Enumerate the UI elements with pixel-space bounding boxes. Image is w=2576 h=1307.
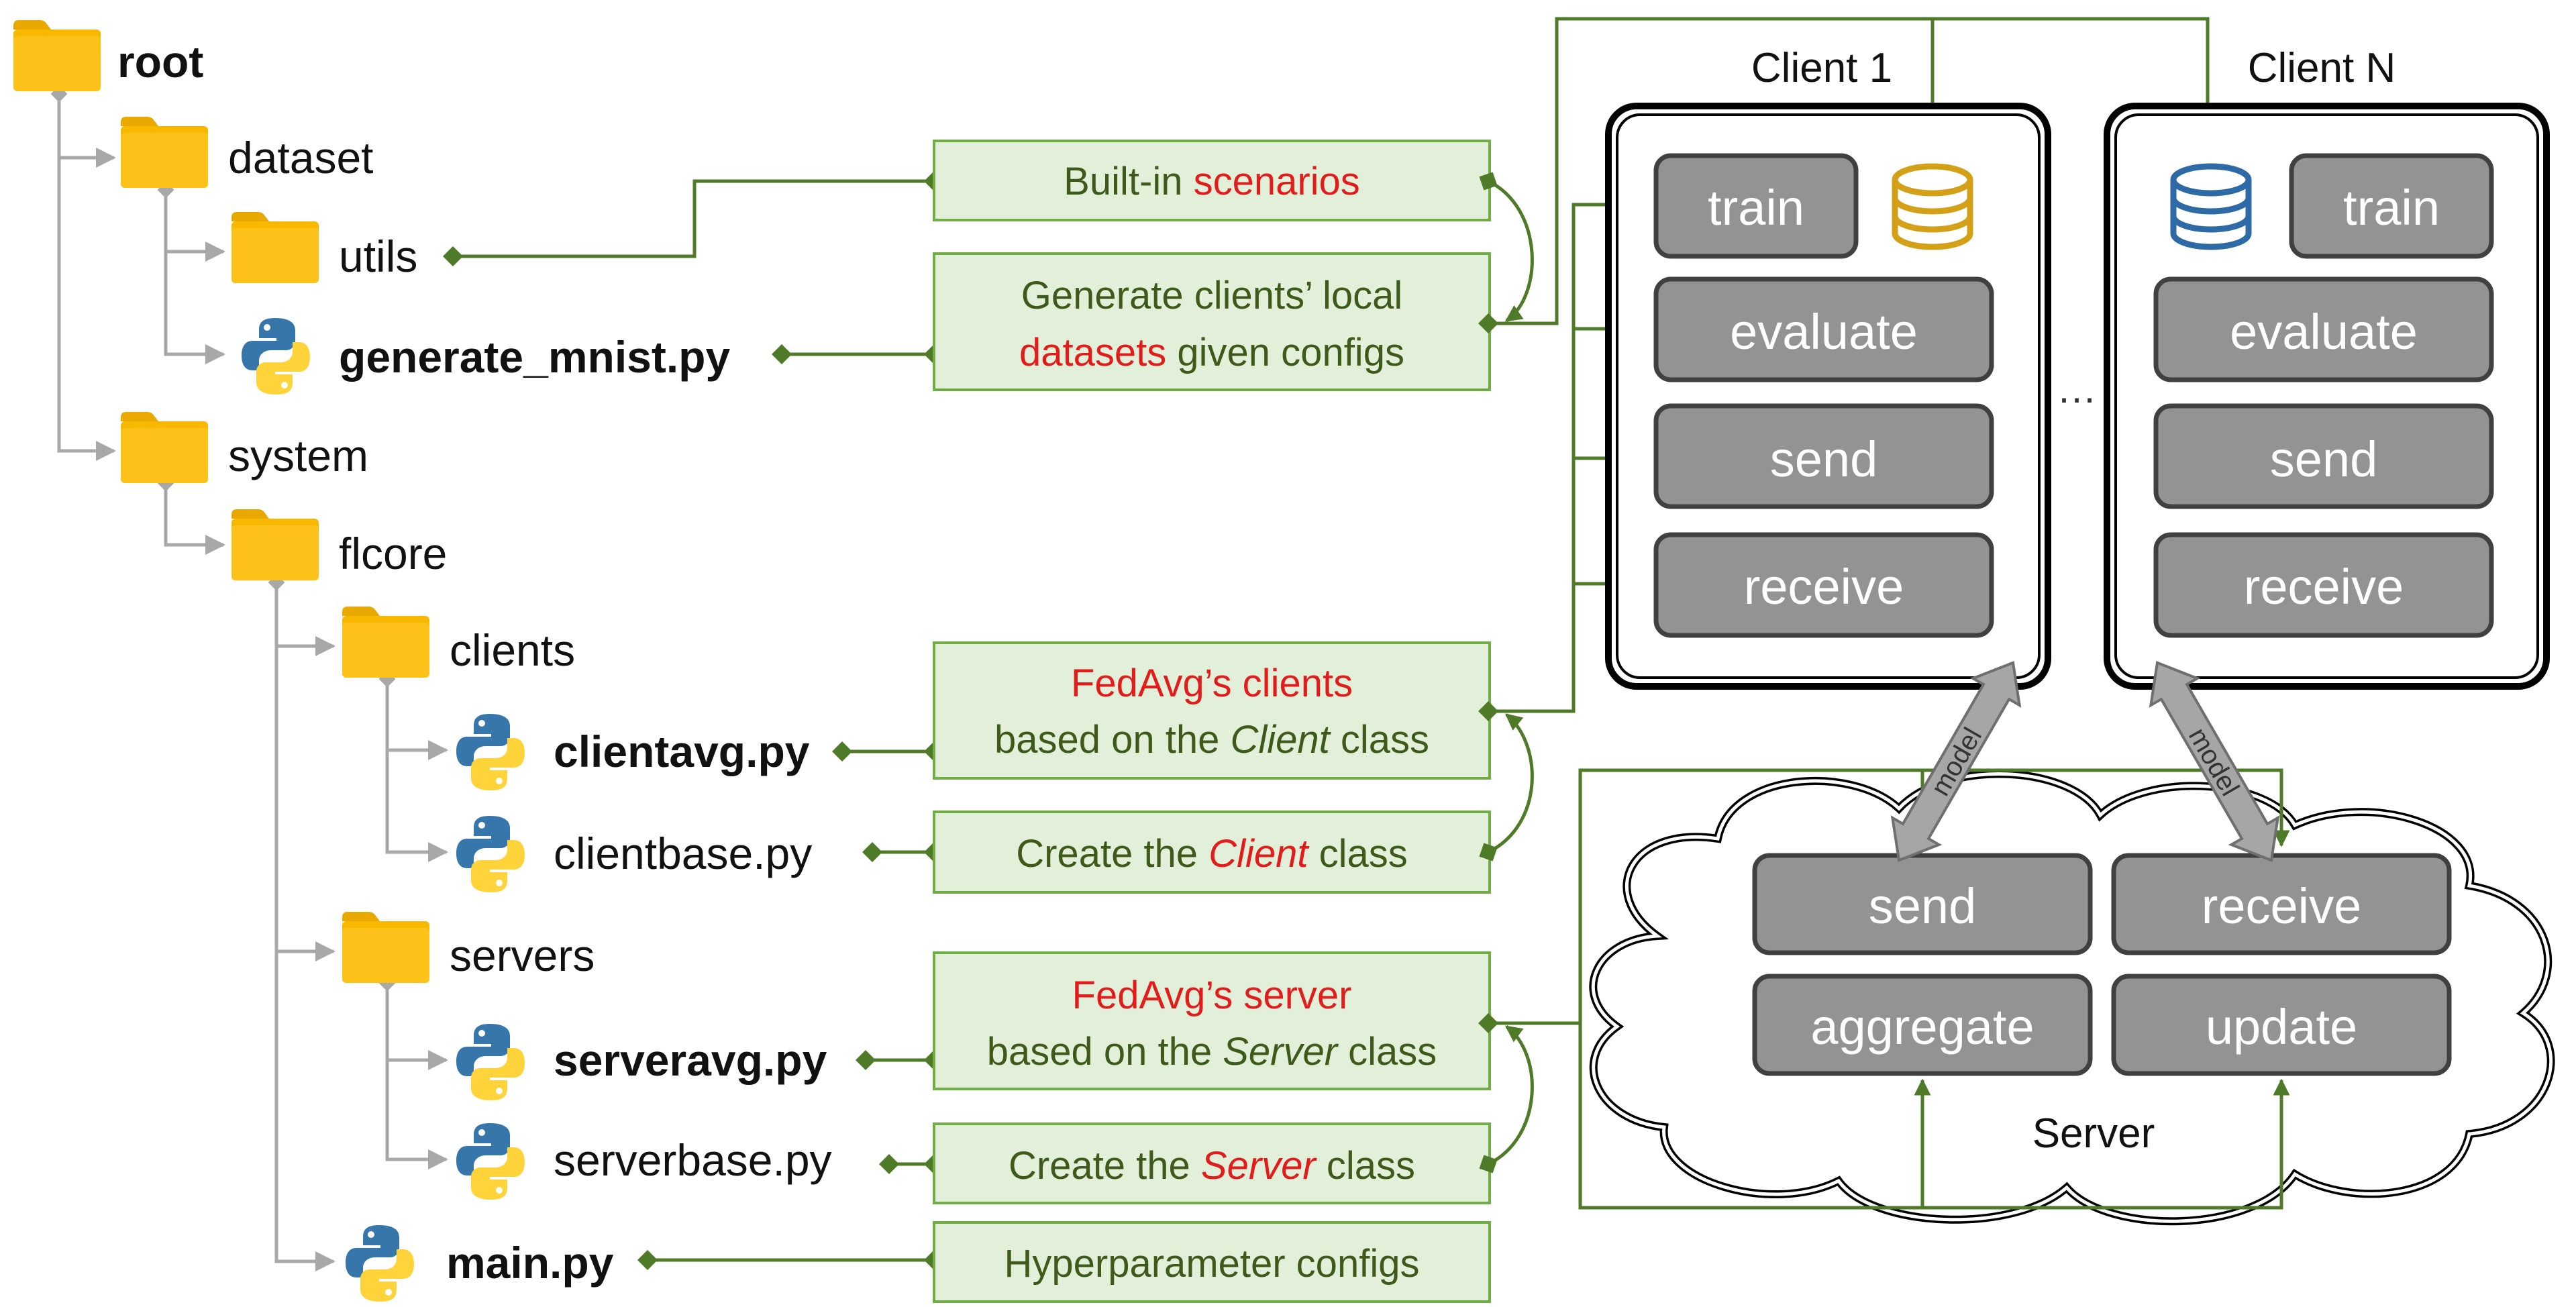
server-update-button[interactable]: update xyxy=(2111,974,2452,1076)
client-n-receive-button[interactable]: receive xyxy=(2153,532,2494,638)
tree-label-flcore: flcore xyxy=(339,529,447,578)
folder-icon xyxy=(231,509,319,580)
python-logo-icon xyxy=(456,714,525,790)
tree-connectors xyxy=(50,85,448,1271)
svg-text:train: train xyxy=(1708,180,1804,236)
client-1-send-button[interactable]: send xyxy=(1653,403,1994,509)
note-builtin-scenarios: Built-in scenarios xyxy=(933,140,1491,221)
server-send-button[interactable]: send xyxy=(1752,853,2093,955)
tree-label-utils: utils xyxy=(339,231,417,281)
tree-label-root: root xyxy=(117,37,203,87)
tree-label-clientbase: clientbase.py xyxy=(554,829,812,878)
svg-text:evaluate: evaluate xyxy=(2230,304,2418,360)
svg-text:update: update xyxy=(2206,999,2357,1055)
svg-text:FedAvg’s server: FedAvg’s server xyxy=(1072,974,1352,1017)
folder-icon xyxy=(121,117,208,188)
tree-label-clientavg: clientavg.py xyxy=(554,727,810,776)
tree-label-system: system xyxy=(228,431,368,480)
svg-text:aggregate: aggregate xyxy=(1810,999,2034,1055)
note-fedavg-server: FedAvg’s server based on the Server clas… xyxy=(933,951,1491,1090)
svg-text:Hyperparameter configs: Hyperparameter configs xyxy=(1004,1242,1420,1286)
python-logo-icon xyxy=(456,1123,525,1200)
python-logo-icon xyxy=(456,1024,525,1100)
client-1-title: Client 1 xyxy=(1751,45,1892,91)
tree-node-generate-mnist[interactable]: generate_mnist.py xyxy=(242,318,730,395)
svg-text:Generate clients’ local: Generate clients’ local xyxy=(1021,274,1402,317)
note-fedavg-clients: FedAvg’s clients based on the Client cla… xyxy=(933,641,1491,780)
tree-label-generate-mnist: generate_mnist.py xyxy=(339,332,730,382)
client-1-evaluate-button[interactable]: evaluate xyxy=(1653,276,1994,382)
svg-text:receive: receive xyxy=(1744,559,1904,615)
tree-node-root[interactable]: root xyxy=(13,20,203,91)
tree-label-servers: servers xyxy=(450,931,595,980)
database-icon xyxy=(2170,163,2252,250)
svg-text:based on the Server class: based on the Server class xyxy=(987,1030,1437,1074)
svg-text:evaluate: evaluate xyxy=(1730,304,1918,360)
folder-icon xyxy=(342,607,429,678)
note-connectors xyxy=(443,171,944,1270)
tree-node-clients[interactable]: clients xyxy=(342,607,575,678)
svg-text:send: send xyxy=(1869,878,1976,934)
note-generate-datasets: Generate clients’ local datasets given c… xyxy=(933,252,1491,391)
tree-node-system[interactable]: system xyxy=(121,412,368,483)
svg-text:send: send xyxy=(1770,431,1877,487)
note-create-server-class: Create the Server class xyxy=(933,1122,1491,1204)
tree-label-main: main.py xyxy=(446,1238,614,1288)
python-logo-icon xyxy=(456,816,525,892)
client-n-train-button[interactable]: train xyxy=(2289,153,2494,259)
client-1-train-button[interactable]: train xyxy=(1653,153,1859,259)
tree-node-utils[interactable]: utils xyxy=(231,212,417,283)
tree-node-dataset[interactable]: dataset xyxy=(121,117,374,188)
tree-node-main[interactable]: main.py xyxy=(346,1225,614,1302)
tree-label-clients: clients xyxy=(450,625,575,675)
tree-node-serverbase[interactable]: serverbase.py xyxy=(456,1123,832,1200)
folder-icon xyxy=(13,20,101,91)
client-n-evaluate-button[interactable]: evaluate xyxy=(2153,276,2494,382)
svg-text:train: train xyxy=(2343,180,2440,236)
note-hyperparameter-configs: Hyperparameter configs xyxy=(933,1221,1491,1303)
folder-icon xyxy=(121,412,208,483)
folder-icon xyxy=(342,912,429,983)
tree-label-serveravg: serveravg.py xyxy=(554,1035,827,1085)
database-icon xyxy=(1892,163,1973,250)
server-title: Server xyxy=(2032,1110,2155,1157)
server-aggregate-button[interactable]: aggregate xyxy=(1752,974,2093,1076)
folder-icon xyxy=(231,212,319,283)
python-logo-icon xyxy=(242,318,310,395)
svg-text:based on the Client class: based on the Client class xyxy=(994,718,1429,762)
svg-text:FedAvg’s clients: FedAvg’s clients xyxy=(1071,662,1353,705)
clients-ellipsis: … xyxy=(2057,366,2097,411)
server-flow-connectors xyxy=(1580,768,2290,1210)
svg-text:send: send xyxy=(2270,431,2377,487)
tree-label-dataset: dataset xyxy=(228,133,374,182)
tree-node-serveravg[interactable]: serveravg.py xyxy=(456,1024,827,1100)
svg-text:Built-in scenarios: Built-in scenarios xyxy=(1064,160,1360,203)
tree-node-servers[interactable]: servers xyxy=(342,912,595,983)
svg-text:receive: receive xyxy=(2202,878,2362,934)
svg-text:receive: receive xyxy=(2244,559,2404,615)
tree-node-flcore[interactable]: flcore xyxy=(231,509,447,580)
svg-text:datasets given configs: datasets given configs xyxy=(1019,331,1404,374)
note-create-client-class: Create the Client class xyxy=(933,811,1491,894)
tree-node-clientavg[interactable]: clientavg.py xyxy=(456,714,810,790)
server-receive-button[interactable]: receive xyxy=(2111,853,2452,955)
svg-text:Create the Client class: Create the Client class xyxy=(1016,832,1408,876)
client-1-receive-button[interactable]: receive xyxy=(1653,532,1994,638)
svg-text:Create the Server class: Create the Server class xyxy=(1009,1144,1415,1188)
tree-label-serverbase: serverbase.py xyxy=(554,1135,832,1185)
client-n-title: Client N xyxy=(2248,45,2396,91)
python-logo-icon xyxy=(346,1225,414,1302)
tree-node-clientbase[interactable]: clientbase.py xyxy=(456,816,812,892)
client-n-send-button[interactable]: send xyxy=(2153,403,2494,509)
